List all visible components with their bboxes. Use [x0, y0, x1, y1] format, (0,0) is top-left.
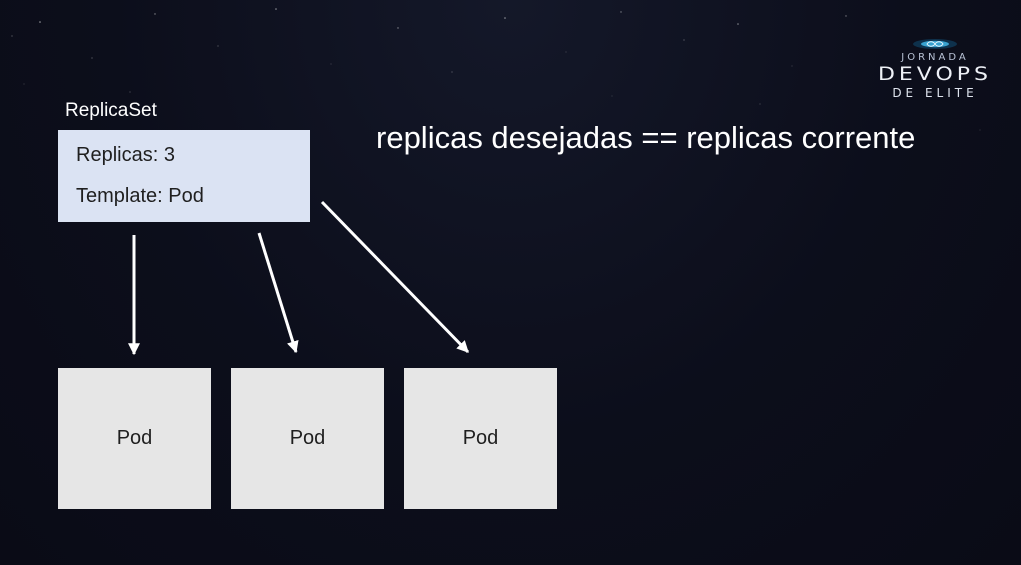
arrow-to-pod-2 — [257, 232, 299, 354]
pod-box-3: Pod — [404, 368, 557, 509]
replicas-count-text: Replicas: 3 — [76, 144, 175, 166]
replicaset-box: Replicas: 3 Template: Pod — [58, 130, 310, 222]
pod-box-2: Pod — [231, 368, 384, 509]
logo-text-sub: DE ELITE — [892, 86, 978, 100]
pod-label-2: Pod — [289, 427, 326, 449]
pod-label-3: Pod — [462, 427, 499, 449]
pod-label-1: Pod — [116, 427, 153, 449]
template-text: Template: Pod — [76, 185, 204, 207]
logo-text-top: JORNADA — [901, 52, 969, 63]
headline-text: replicas desejadas == replicas corrente — [376, 120, 916, 155]
infinity-icon — [913, 39, 957, 49]
arrow-to-pod-3 — [320, 200, 470, 354]
pod-box-1: Pod — [58, 368, 211, 509]
logo-text-main: DEVOPS — [877, 63, 993, 86]
replicaset-label: ReplicaSet — [65, 100, 157, 121]
jornada-devops-logo: JORNADA DEVOPS DE ELITE — [862, 36, 1008, 104]
